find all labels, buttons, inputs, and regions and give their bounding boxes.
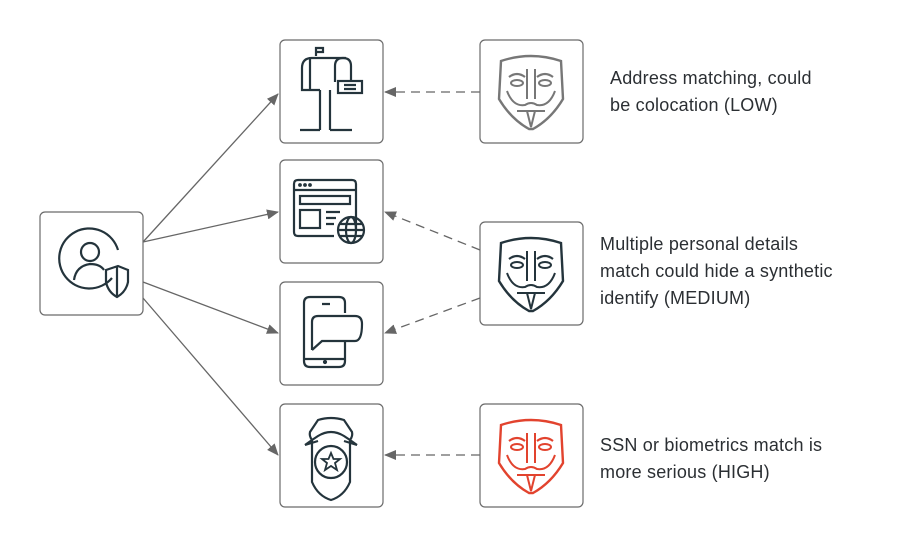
arrow-identity-to-mailbox bbox=[142, 93, 279, 243]
threat-label-medium: Multiple personal details match could hi… bbox=[600, 231, 833, 312]
police-badge-icon bbox=[304, 416, 358, 502]
threat-label-line: more serious (HIGH) bbox=[600, 462, 770, 482]
web-browser-globe-icon bbox=[292, 178, 366, 245]
phone-chat-icon bbox=[302, 295, 364, 369]
mailbox-node bbox=[279, 39, 384, 144]
threat-label-high: SSN or biometrics match is more serious … bbox=[600, 432, 822, 486]
user-shield-icon bbox=[58, 227, 130, 299]
arrow-identity-to-badge bbox=[142, 297, 279, 456]
threat-label-line: Multiple personal details bbox=[600, 234, 799, 254]
arrow-identity-to-phone bbox=[142, 281, 279, 334]
threat-label-low: Address matching, could be colocation (L… bbox=[610, 65, 812, 119]
dashed-arrow-medium-to-web bbox=[384, 211, 481, 251]
mailbox-icon bbox=[300, 46, 364, 132]
threat-label-line: SSN or biometrics match is bbox=[600, 435, 823, 455]
threat-label-line: be colocation (LOW) bbox=[610, 95, 778, 115]
threat-label-line: identify (MEDIUM) bbox=[600, 288, 751, 308]
dashed-arrow-medium-to-phone bbox=[384, 297, 481, 334]
threat-label-line: Address matching, could bbox=[610, 68, 812, 88]
threat-node-high bbox=[479, 403, 584, 508]
threat-node-medium bbox=[479, 221, 584, 326]
threat-label-line: match could hide a synthetic bbox=[600, 261, 833, 281]
threat-node-low bbox=[479, 39, 584, 144]
arrow-identity-to-web bbox=[142, 209, 279, 243]
